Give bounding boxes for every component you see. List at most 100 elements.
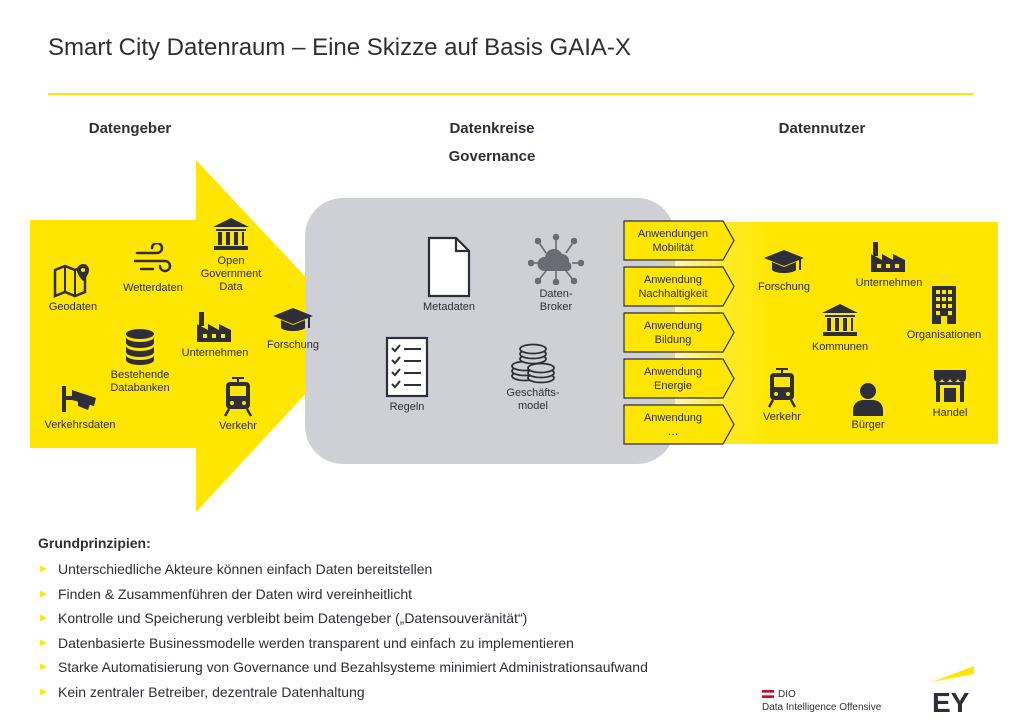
application-label: Anwendung Bildung: [643, 319, 703, 346]
user-handel: Handel: [920, 368, 980, 420]
person-icon: [853, 383, 883, 416]
provider-label: Verkehr: [219, 420, 257, 432]
footer-brand: DIO Data Intelligence Offensive: [762, 688, 881, 714]
user-verkehr: Verkehr: [752, 368, 812, 424]
provider-arrow: [30, 160, 360, 512]
user-kommunen: Kommunen: [804, 302, 876, 354]
graduation-cap-icon: [764, 250, 804, 273]
wind-icon: [133, 243, 172, 273]
heading-datengeber: Datengeber: [88, 120, 172, 137]
list-item: ►Kein zentraler Betreiber, dezentrale Da…: [38, 680, 648, 705]
cctv-camera-icon: [62, 386, 96, 412]
triangle-bullet-icon: ►: [38, 661, 49, 673]
provider-verkehr: Verkehr: [206, 377, 270, 433]
government-building-icon: [822, 304, 858, 336]
provider-forschung: Forschung: [258, 306, 328, 352]
principles-heading: Grundprinzipien:: [38, 535, 151, 551]
triangle-bullet-icon: ►: [38, 685, 49, 698]
user-label: Organisationen: [906, 329, 982, 341]
principles-section: Grundprinzipien: ►Unterschiedliche Akteu…: [38, 535, 648, 704]
triangle-bullet-icon: ►: [38, 636, 49, 649]
page-title: Smart City Datenraum – Eine Skizze auf B…: [48, 34, 631, 61]
application-bildung: Anwendung Bildung: [623, 312, 735, 353]
list-item: ►Starke Automatisierung von Governance u…: [38, 655, 648, 680]
governance-box: [305, 198, 675, 464]
user-label: Verkehr: [763, 411, 801, 423]
provider-wetterdaten: Wetterdaten: [112, 243, 194, 295]
austria-flag-icon: [762, 690, 774, 699]
checklist-icon: [385, 336, 429, 398]
application-label: Anwendung Energie: [643, 365, 703, 392]
application-weitere: Anwendung …: [623, 404, 735, 445]
user-buerger: Bürger: [838, 382, 898, 432]
provider-geodaten: Geodaten: [38, 262, 108, 314]
list-item: ►Kontrolle und Speicherung verbleibt bei…: [38, 606, 648, 631]
governance-label: Geschäfts- model: [506, 387, 560, 412]
principles-list: ►Unterschiedliche Akteure können einfach…: [38, 557, 648, 704]
governance-geschaeftsmodel: Geschäfts- model: [500, 342, 566, 413]
provider-label: Forschung: [267, 339, 319, 351]
list-item: ►Unterschiedliche Akteure können einfach…: [38, 557, 648, 582]
list-item: ►Finden & Zusammenführen der Daten wird …: [38, 582, 648, 607]
cloud-network-icon: [528, 233, 584, 285]
governance-daten-broker: Daten- Broker: [522, 233, 590, 314]
tram-icon: [767, 368, 797, 408]
provider-label: Verkehrsdaten: [44, 419, 116, 431]
provider-label: Open Government Data: [200, 255, 262, 293]
government-building-icon: [213, 218, 249, 250]
user-forschung: Forschung: [748, 248, 820, 294]
coins-icon: [511, 343, 555, 384]
application-tag-shape: [623, 266, 735, 307]
provider-open-government-data: Open Government Data: [192, 216, 270, 294]
governance-label: Daten- Broker: [539, 288, 573, 313]
title-divider: [48, 93, 974, 95]
provider-verkehrsdaten: Verkehrsdaten: [38, 382, 122, 432]
provider-label: Wetterdaten: [123, 282, 183, 294]
ey-logo-text: EY: [932, 687, 970, 716]
governance-label: Regeln: [389, 401, 425, 413]
user-unternehmen: Unternehmen: [848, 240, 930, 290]
application-tag-shape: [623, 312, 735, 353]
provider-label: Bestehende Databanken: [110, 369, 170, 394]
governance-label: Metadaten: [423, 301, 475, 313]
application-label: Anwendung Nachhaltigkeit: [638, 273, 708, 300]
application-mobilitaet: Anwendungen Mobilität: [623, 220, 735, 261]
user-label: Bürger: [851, 419, 885, 431]
application-nachhaltigkeit: Anwendung Nachhaltigkeit: [623, 266, 735, 307]
provider-unternehmen: Unternehmen: [176, 310, 254, 360]
list-item: ►Datenbasierte Businessmodelle werden tr…: [38, 631, 648, 656]
provider-label: Geodaten: [48, 301, 98, 313]
factory-icon: [197, 312, 231, 342]
shop-icon: [934, 370, 966, 402]
provider-label: Unternehmen: [181, 347, 249, 359]
application-tag-shape: [623, 404, 735, 445]
user-label: Handel: [932, 407, 968, 419]
heading-datennutzer: Datennutzer: [778, 120, 866, 137]
governance-metadaten: Metadaten: [412, 236, 486, 314]
heading-datenkreise-governance: Datenkreise Governance: [448, 120, 536, 165]
factory-icon: [871, 242, 905, 272]
user-label: Forschung: [758, 281, 810, 293]
brand-short: DIO: [778, 689, 796, 700]
user-label: Unternehmen: [855, 277, 923, 289]
tram-icon: [223, 377, 253, 417]
document-icon: [427, 236, 471, 298]
application-tag-shape: [623, 358, 735, 399]
office-building-icon: [932, 286, 956, 324]
user-organisationen: Organisationen: [900, 284, 988, 342]
ey-logo: EY: [932, 666, 974, 716]
governance-regeln: Regeln: [378, 336, 436, 414]
application-energie: Anwendung Energie: [623, 358, 735, 399]
graduation-cap-icon: [273, 308, 313, 331]
provider-bestehende-databanken: Bestehende Databanken: [100, 328, 180, 395]
application-label: Anwendung …: [643, 411, 703, 438]
map-pin-icon: [53, 264, 89, 298]
triangle-bullet-icon: ►: [38, 587, 49, 600]
brand-long: Data Intelligence Offensive: [762, 702, 882, 713]
triangle-bullet-icon: ►: [38, 563, 49, 575]
user-label: Kommunen: [811, 341, 869, 353]
database-icon: [126, 329, 154, 365]
application-label: Anwendungen Mobilität: [637, 227, 709, 254]
triangle-bullet-icon: ►: [38, 612, 49, 624]
application-tag-shape: [623, 220, 735, 261]
